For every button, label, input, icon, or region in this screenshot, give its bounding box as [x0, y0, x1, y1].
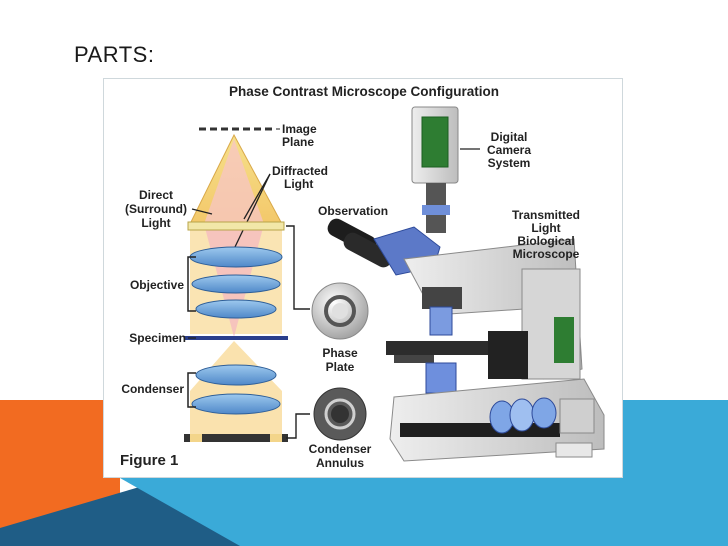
- annulus-connector: [286, 413, 310, 439]
- objective-lens-3: [195, 299, 277, 319]
- label-condenser: Condenser: [121, 382, 184, 396]
- microscope-condenser: [425, 362, 457, 394]
- power-box: [555, 442, 593, 458]
- label-objective: Objective: [130, 278, 184, 292]
- label-camera-1: Digital: [491, 130, 528, 144]
- figure-title: Phase Contrast Microscope Configuration: [229, 84, 499, 99]
- label-observation: Observation: [318, 204, 388, 218]
- diffracted-ray-1: [233, 173, 271, 250]
- camera-circuit: [421, 116, 449, 168]
- annulus-gap-left: [190, 434, 202, 442]
- condenser-lens-1: [195, 364, 277, 386]
- side-panel-circuit: [554, 317, 574, 363]
- focus-knob-housing: [488, 331, 528, 379]
- condenser-lens-2: [191, 393, 281, 415]
- phase-plate-slab: [187, 221, 285, 231]
- optical-labels: Image Plane Diffracted Light Direct (Sur…: [120, 122, 328, 469]
- label-transmitted-4: Microscope: [513, 247, 580, 261]
- base-lens-3: [531, 397, 557, 429]
- label-annulus-1: Condenser: [309, 442, 372, 456]
- condenser-annulus-disc: [313, 387, 367, 441]
- nosepiece: [422, 287, 462, 309]
- label-phase-plate-2: Plate: [326, 360, 355, 374]
- label-specimen: Specimen: [129, 331, 186, 345]
- objective-turret-lens: [429, 306, 453, 336]
- label-camera-2: Camera: [487, 143, 531, 157]
- label-direct-2: (Surround): [125, 202, 187, 216]
- direct-light-leader: [191, 208, 213, 215]
- label-direct-1: Direct: [139, 188, 173, 202]
- label-annulus-2: Annulus: [316, 456, 364, 470]
- camera-ring: [422, 205, 450, 215]
- label-transmitted-2: Light: [531, 221, 560, 235]
- optical-path-diagram: [184, 127, 310, 442]
- lamp-housing: [559, 398, 595, 434]
- label-transmitted-3: Biological: [517, 234, 574, 248]
- objective-lens-2: [191, 274, 281, 294]
- label-diffracted-1: Diffracted: [272, 164, 328, 178]
- objective-lens-1: [189, 246, 283, 268]
- base-black-plate: [400, 423, 560, 437]
- objective-bracket: [187, 256, 196, 312]
- navy-band: [0, 478, 260, 546]
- annulus-gap-right: [270, 434, 282, 442]
- label-image-plane-1: Image: [282, 122, 317, 136]
- eyepiece-right: [343, 232, 393, 268]
- figure-caption: Figure 1: [120, 452, 178, 469]
- phase-plate-disc: [311, 282, 369, 340]
- blue-band: [120, 400, 728, 546]
- diffracted-ray-2: [243, 173, 271, 220]
- label-direct-3: Light: [141, 216, 170, 230]
- figure-canvas: Phase Contrast Microscope Configuration: [120, 84, 605, 470]
- label-diffracted-2: Light: [284, 177, 313, 191]
- microscope-figure: Phase Contrast Microscope Configuration: [103, 78, 623, 478]
- label-image-plane-2: Plane: [282, 135, 314, 149]
- phase-plate-connector: [286, 225, 310, 310]
- specimen-slide: [184, 336, 288, 340]
- diffracted-light-beam: [204, 139, 264, 224]
- label-phase-plate-1: Phase: [322, 346, 358, 360]
- condenser-bracket: [187, 372, 196, 408]
- slide-heading: PARTS:: [74, 42, 155, 67]
- base-lens-2: [509, 398, 535, 432]
- stage-clip: [394, 355, 434, 363]
- condenser-annulus-bar: [184, 434, 288, 442]
- microscope-illustration: [327, 106, 605, 462]
- stage: [386, 341, 496, 355]
- label-transmitted-1: Transmitted: [512, 208, 580, 222]
- label-camera-3: System: [488, 156, 531, 170]
